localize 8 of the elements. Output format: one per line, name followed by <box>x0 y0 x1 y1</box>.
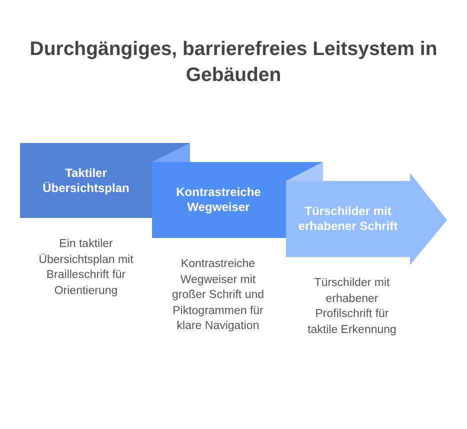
step-description: Türschilder mit erhabener Profilschrift für taktile Erkennung <box>306 276 398 338</box>
step-description: Ein taktiler Übersichtsplan mit Brailleschrift für Orientierung <box>38 237 134 298</box>
arrow-panel <box>286 162 447 265</box>
diagram-title: Durchgängiges, barrierefreies Leitsystem in Gebäuden <box>28 37 438 88</box>
panel-heading: Türschilder mit erhabener Schrift <box>297 204 399 234</box>
panel-heading: Kontrastreiche Wegweiser <box>175 185 262 215</box>
step-description: Kontrastreiche Wegweiser mit großer Schrift und Piktogrammen für klare Navigation <box>170 257 266 334</box>
panel-heading: Taktiler Übersichtsplan <box>42 166 130 196</box>
